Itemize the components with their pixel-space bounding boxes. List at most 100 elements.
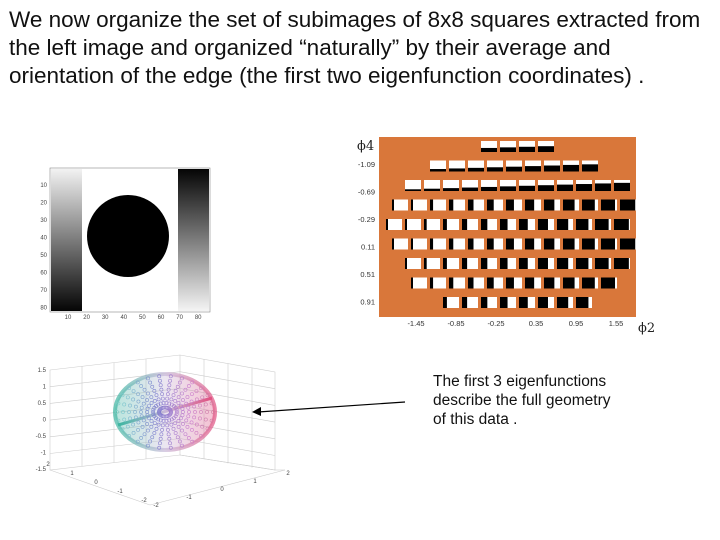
data-point [139, 410, 143, 414]
data-point [159, 387, 164, 392]
data-point [116, 401, 121, 406]
subimage-tile [601, 277, 617, 289]
subimage-tile [595, 180, 611, 191]
data-point [152, 389, 157, 393]
data-point [165, 414, 170, 419]
subimage-tile [595, 258, 611, 269]
data-point [199, 410, 203, 414]
data-point [186, 414, 191, 419]
data-point [180, 376, 184, 381]
subimage-tile [519, 219, 535, 230]
subimage-tile [544, 238, 560, 250]
data-point [168, 441, 172, 446]
data-point [150, 384, 155, 389]
data-point [140, 425, 145, 429]
data-point [151, 407, 156, 412]
subimage-tile [544, 199, 560, 211]
data-point [177, 439, 182, 444]
subimage-tile [392, 199, 408, 211]
data-point [186, 384, 191, 388]
data-point [164, 401, 169, 405]
data-point [125, 424, 130, 429]
subimage-tile [538, 219, 554, 230]
data-point [147, 416, 151, 421]
subimage-tile [601, 238, 617, 250]
data-point [135, 439, 140, 444]
subimage-tile [487, 199, 503, 211]
data-point [133, 415, 138, 420]
subimage-tile [487, 277, 503, 289]
data-point [194, 397, 199, 402]
data-point [194, 389, 199, 394]
data-point [181, 422, 185, 426]
arrow [252, 401, 406, 416]
subimage-tile [443, 258, 459, 269]
data-point [146, 391, 150, 396]
data-point [146, 428, 150, 433]
data-point [145, 406, 150, 411]
x-tick-label: 0 [220, 487, 224, 493]
data-point [163, 405, 168, 410]
data-point [127, 386, 131, 391]
data-point [174, 407, 179, 412]
data-point [122, 402, 127, 407]
data-point [174, 412, 179, 417]
data-point [160, 396, 165, 401]
data-point [180, 413, 185, 418]
subimage-tile [557, 219, 573, 230]
data-point [162, 405, 167, 410]
data-point [211, 410, 215, 414]
x-tick-label: 0.35 [529, 319, 544, 328]
eigenfunction-plot: -1.09-0.69-0.290.110.510.91-1.45-0.85-0.… [357, 137, 655, 336]
subimage-tile [506, 160, 522, 172]
subimage-tile [481, 180, 497, 191]
data-point [164, 419, 169, 423]
data-point [121, 410, 125, 414]
x-tick-label: 30 [102, 315, 109, 321]
x-tick-label: 1 [253, 479, 257, 485]
z-tick-label: 0 [43, 418, 47, 424]
data-point [160, 427, 165, 432]
data-point [146, 376, 150, 381]
subimage-tile [576, 180, 592, 191]
data-point [151, 412, 156, 417]
data-point [147, 403, 151, 408]
subimage-tile [411, 238, 427, 250]
data-point [200, 395, 205, 400]
subimage-tile [481, 297, 497, 308]
data-point [179, 403, 183, 408]
data-point [165, 427, 170, 432]
data-point [180, 428, 184, 433]
subimage-tile [462, 180, 478, 191]
data-point [160, 423, 165, 428]
subimage-tile [576, 219, 592, 230]
subimage-tile [506, 238, 522, 250]
data-point [171, 426, 176, 431]
data-point [166, 387, 171, 392]
data-point [145, 398, 149, 402]
z-tick-label: -0.5 [36, 434, 47, 440]
data-point [148, 380, 153, 385]
data-point [180, 406, 185, 411]
x-tick-label: 10 [65, 315, 72, 321]
data-point [158, 401, 163, 406]
data-point [192, 404, 197, 409]
y-tick-label: -1.09 [358, 160, 375, 169]
data-point [173, 398, 178, 403]
data-point [131, 397, 136, 402]
data-point [200, 424, 205, 429]
subimage-tile [487, 160, 503, 172]
data-point [180, 391, 184, 396]
data-point [115, 410, 119, 414]
data-point [186, 436, 191, 440]
subimage-tile [500, 297, 516, 308]
data-point [149, 395, 154, 400]
data-point [120, 426, 125, 431]
subimage-tile [563, 277, 579, 289]
subimage-tile [405, 180, 421, 191]
subimage-tile [563, 199, 579, 211]
data-point [135, 380, 140, 385]
data-point [168, 445, 173, 450]
gradient-bar-right [178, 169, 209, 311]
x-tick-label: 2 [286, 471, 290, 477]
